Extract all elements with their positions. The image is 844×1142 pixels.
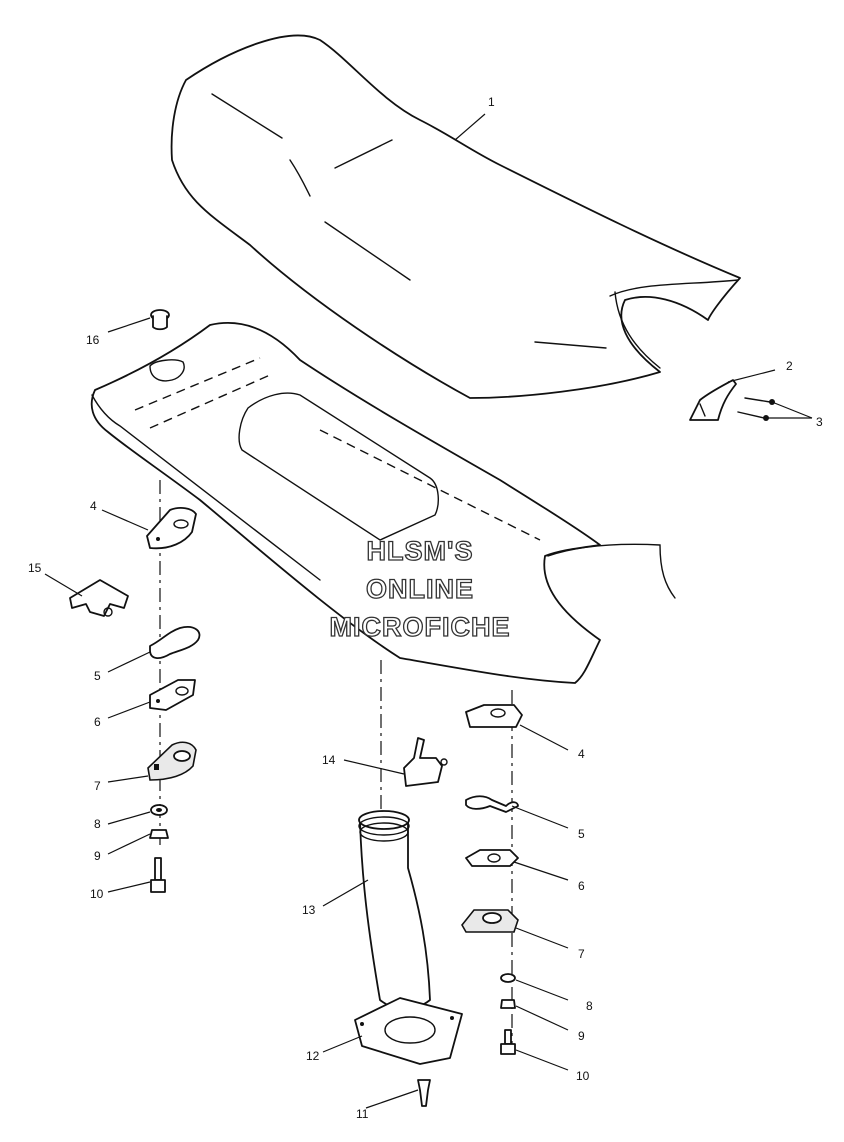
clip-15-part (69, 579, 129, 617)
right-plate-7-part (461, 909, 519, 933)
left-gasket-6-part (149, 679, 196, 711)
callout-3: 3 (816, 415, 823, 429)
callout-4-right: 4 (578, 747, 585, 761)
callout-5-left: 5 (94, 669, 101, 683)
right-bolt-10-part (500, 1029, 516, 1055)
callout-2: 2 (786, 359, 793, 373)
callout-1: 1 (488, 95, 495, 109)
watermark-line-1: HLSM'S (367, 536, 474, 566)
watermark: HLSM'S ONLINE MICROFICHE (329, 535, 511, 642)
right-spacer-5-part (465, 795, 519, 813)
intake-duct-13-part (358, 810, 431, 1010)
callout-10-right: 10 (576, 1069, 590, 1083)
callout-7-right: 7 (578, 947, 585, 961)
callout-13: 13 (302, 903, 316, 917)
callout-9-right: 9 (578, 1029, 585, 1043)
callout-numbers: 1 2 3 16 4 15 5 6 7 8 9 10 4 5 6 7 8 9 1… (28, 95, 823, 1121)
callout-8-left: 8 (94, 817, 101, 831)
left-bolt-10-part (150, 857, 166, 893)
left-plate-7-part (147, 741, 197, 781)
right-nut-9-part (500, 999, 516, 1009)
flange-12-part (354, 997, 463, 1065)
callout-6-right: 6 (578, 879, 585, 893)
watermark-line-3: MICROFICHE (330, 612, 511, 642)
trim-bracket-part (689, 379, 737, 421)
watermark-line-2: ONLINE (366, 574, 474, 604)
right-washer-8-part (500, 973, 516, 983)
callout-8-right: 8 (586, 999, 593, 1013)
callout-16: 16 (86, 333, 100, 347)
callout-15: 15 (28, 561, 42, 575)
bracket-14-part (403, 737, 448, 787)
seat-cushion-part (170, 34, 741, 399)
callout-4-left: 4 (90, 499, 97, 513)
callout-9-left: 9 (94, 849, 101, 863)
leader-lines (44, 113, 813, 1109)
left-plate-4-part (146, 507, 197, 550)
seat-base-pan-part (90, 321, 676, 684)
pin-11-part (417, 1079, 431, 1107)
grommet-part (150, 309, 170, 331)
left-nut-9-part (149, 829, 169, 839)
left-spacer-5-part (149, 626, 201, 659)
callout-10-left: 10 (90, 887, 104, 901)
callout-7-left: 7 (94, 779, 101, 793)
callout-11: 11 (356, 1107, 369, 1121)
callout-12: 12 (306, 1049, 320, 1063)
callout-5-right: 5 (578, 827, 585, 841)
right-plate-4-part (465, 704, 523, 728)
callout-6-left: 6 (94, 715, 101, 729)
left-washer-8-part (150, 804, 168, 816)
callout-14: 14 (322, 753, 336, 767)
right-gasket-6-part (465, 849, 519, 867)
